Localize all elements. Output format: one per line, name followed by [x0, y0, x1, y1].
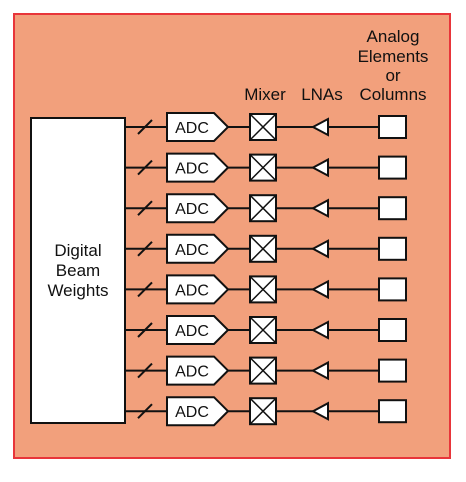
analog-elements-label-line-3: or	[385, 66, 400, 85]
mixer-x-mark	[249, 275, 277, 303]
channel-row: ADC	[125, 152, 407, 183]
mixer-x-mark	[249, 194, 277, 222]
channel-row: ADC	[125, 233, 407, 264]
digital-beam-weights-label-line-3: Weights	[47, 281, 108, 300]
adc-block	[166, 274, 230, 305]
digital-beam-weights-block	[30, 117, 126, 424]
mixer-x-mark	[249, 154, 277, 182]
adc-block	[166, 396, 230, 427]
analog-elements-label-line-1: Analog	[367, 27, 420, 46]
adc-block	[166, 193, 230, 224]
bus-slash-mark	[137, 281, 153, 298]
mixer-x-mark	[249, 113, 277, 141]
digital-beam-weights-label-line-1: Digital	[54, 241, 101, 260]
adc-label: ADC	[175, 364, 209, 381]
bus-slash-mark	[137, 119, 153, 135]
mixer-x-mark	[249, 357, 277, 385]
channel-row: ADC	[125, 396, 407, 427]
adc-label: ADC	[175, 161, 209, 178]
adc-block	[166, 233, 230, 264]
channel-row: ADC	[125, 315, 407, 345]
analog-element-box	[378, 318, 407, 342]
lnas-column-label: LNAs	[301, 85, 343, 104]
adc-block	[166, 152, 230, 183]
adc-block	[166, 355, 230, 386]
bus-slash-mark	[137, 322, 153, 338]
channel-row: ADC	[125, 355, 407, 386]
adc-label: ADC	[175, 242, 209, 259]
adc-label: ADC	[175, 323, 209, 340]
channel-rows: ADC ADC ADC ADC ADC ADC ADC ADC	[125, 112, 407, 427]
bus-slash-mark	[137, 362, 153, 379]
analog-element-box	[378, 236, 407, 261]
analog-elements-label-line-2: Elements	[358, 47, 429, 66]
analog-element-box	[378, 115, 407, 139]
digital-beam-weights-label-line-2: Beam	[56, 261, 100, 280]
analog-element-box	[378, 277, 407, 302]
adc-label: ADC	[175, 201, 209, 218]
adc-block	[166, 112, 230, 142]
mixer-x-mark	[249, 235, 277, 263]
bus-slash-mark	[137, 159, 153, 176]
bus-slash-mark	[137, 200, 153, 216]
channel-row: ADC	[125, 274, 407, 305]
bus-slash-mark	[137, 241, 153, 257]
mixer-x-mark	[249, 397, 277, 425]
channel-row: ADC	[125, 193, 407, 224]
analog-element-box	[378, 358, 407, 383]
adc-label: ADC	[175, 282, 209, 299]
analog-element-box	[378, 399, 407, 424]
bus-slash-mark	[137, 403, 153, 419]
mixer-column-label: Mixer	[244, 85, 286, 104]
channel-row: ADC	[125, 112, 407, 142]
adc-label: ADC	[175, 404, 209, 421]
adc-block	[166, 315, 230, 345]
analog-elements-label-line-4: Columns	[359, 85, 426, 104]
mixer-x-mark	[249, 316, 277, 344]
analog-element-box	[378, 196, 407, 221]
analog-element-box	[378, 155, 407, 180]
adc-label: ADC	[175, 120, 209, 137]
